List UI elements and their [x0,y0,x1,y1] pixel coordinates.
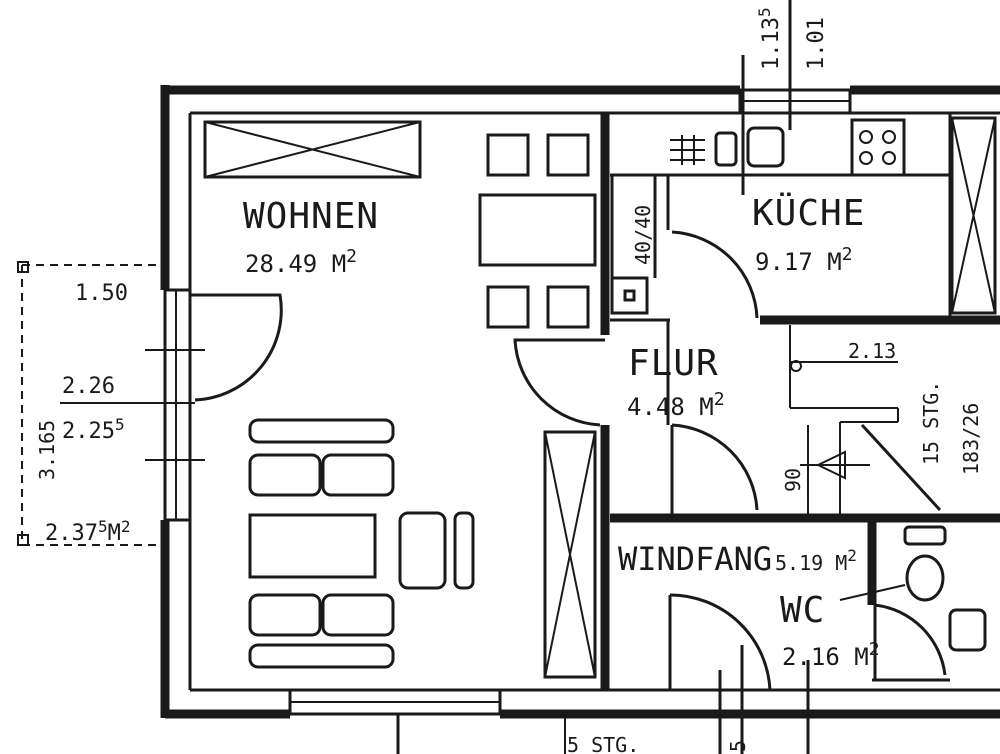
dim-left-225: 2.255 [62,415,125,444]
dim-stair-213: 2.13 [848,339,896,363]
room-name-flur: FLUR [628,343,719,384]
stairs [789,325,942,515]
room-labels: WOHNEN 28.49 M2 KÜCHE 9.17 M2 FLUR 4.48 … [243,192,880,671]
room-name-windfang: WINDFANG [618,540,772,578]
room-name-wohnen: WOHNEN [243,196,379,237]
room-area-kueche: 9.17 M2 [755,244,853,276]
room-area-flur: 4.48 M2 [627,389,725,421]
interior-walls [600,113,1000,690]
room-name-kueche: KÜCHE [752,192,865,234]
dim-left-3165: 3.165 [35,420,59,480]
wc-fixtures [839,525,987,652]
room-name-wc: WC [780,590,825,631]
dim-stair-ratio: 183/26 [959,403,983,475]
dim-top-a: 1.135 [755,7,784,70]
dim-stair-steps: 15 STG. [919,381,943,465]
dim-bottom-5: 5 [726,740,750,752]
kitchen-fixtures [610,113,997,318]
dim-left-150: 1.50 [75,281,128,306]
outer-walls [160,85,1000,719]
living-furniture [203,120,597,679]
room-area-windfang: 5.19 M2 [775,546,857,575]
dim-left-226: 2.26 [62,374,115,399]
dim-stair-90: 90 [781,468,805,492]
dimension-lines [17,0,810,754]
dim-chimney: 40/40 [631,205,655,265]
doors [190,230,947,691]
dim-left-area: 2.375M2 [45,517,131,546]
dimension-labels: 1.135 1.01 1.50 2.26 2.255 3.165 2.375M2… [35,7,983,754]
dim-top-b: 1.01 [804,17,829,70]
dim-bottom-steps: 5 STG. [567,733,639,754]
room-area-wc: 2.16 M2 [782,639,880,671]
room-area-wohnen: 28.49 M2 [245,246,357,278]
